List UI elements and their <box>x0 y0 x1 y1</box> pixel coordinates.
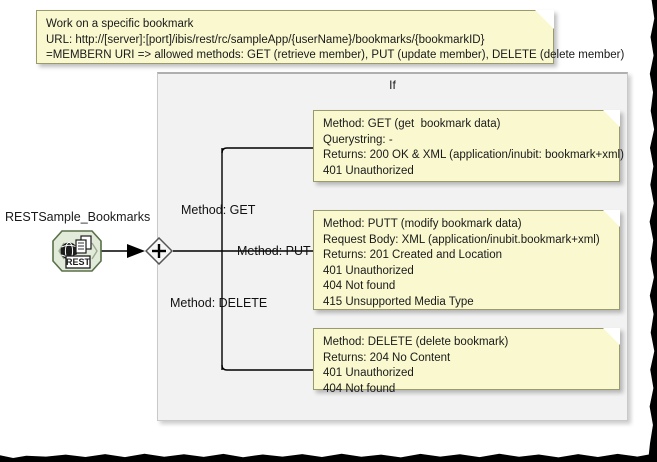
note-get-line-2: Querystring: - <box>323 133 393 146</box>
note-delete-line-4: 404 Not found <box>323 382 396 395</box>
note-delete[interactable]: Method: DELETE (delete bookmark) Returns… <box>313 328 620 395</box>
page-edge-bottom <box>0 453 657 462</box>
note-fold-line <box>596 210 620 234</box>
note-put-line-6: 415 Unsupported Media Type <box>323 295 474 308</box>
note-put[interactable]: Method: PUTT (modify bookmark data) Requ… <box>313 210 620 310</box>
svg-text:REST: REST <box>66 257 91 267</box>
note-delete-line-3: 401 Unauthorized <box>323 367 414 380</box>
note-header-line-1: Work on a specific bookmark <box>46 18 194 30</box>
note-fold-line <box>596 110 620 134</box>
note-fold-line <box>530 10 554 34</box>
note-put-line-4: 401 Unauthorized <box>323 264 414 277</box>
note-header[interactable]: Work on a specific bookmark URL: http://… <box>36 10 625 64</box>
rest-connector-icon[interactable]: REST <box>52 230 102 272</box>
note-put-line-5: 404 Not found <box>323 280 396 293</box>
if-container-label: If <box>389 78 396 92</box>
note-get-line-3: Returns: 200 OK & XML (application/inubi… <box>323 149 624 162</box>
start-node-label: RESTSample_Bookmarks <box>5 210 151 224</box>
note-header-line-2: URL: http://[server]:[port]/ibis/rest/rc… <box>46 33 485 46</box>
note-fold-line <box>596 328 620 352</box>
branch-label-get[interactable]: Method: GET <box>181 203 256 217</box>
note-put-line-3: Returns: 201 Created and Location <box>323 249 503 262</box>
note-get-line-1: Method: GET (get bookmark data) <box>323 118 501 130</box>
note-get-line-4: 401 Unauthorized <box>323 164 414 177</box>
branch-label-put[interactable]: Method: PUT <box>237 244 311 258</box>
note-delete-line-2: Returns: 204 No Content <box>323 351 451 364</box>
note-delete-line-1: Method: DELETE (delete bookmark) <box>323 336 509 348</box>
note-put-line-1: Method: PUTT (modify bookmark data) <box>323 218 522 230</box>
branch-label-delete[interactable]: Method: DELETE <box>170 296 268 310</box>
page-edge-right <box>648 0 657 462</box>
note-put-line-2: Request Body: XML (application/inubit.bo… <box>323 233 600 246</box>
plus-diamond-icon[interactable] <box>144 236 174 266</box>
note-header-line-3: =MEMBERN URI => allowed methods: GET (re… <box>46 49 625 62</box>
note-get[interactable]: Method: GET (get bookmark data) Querystr… <box>313 110 624 182</box>
